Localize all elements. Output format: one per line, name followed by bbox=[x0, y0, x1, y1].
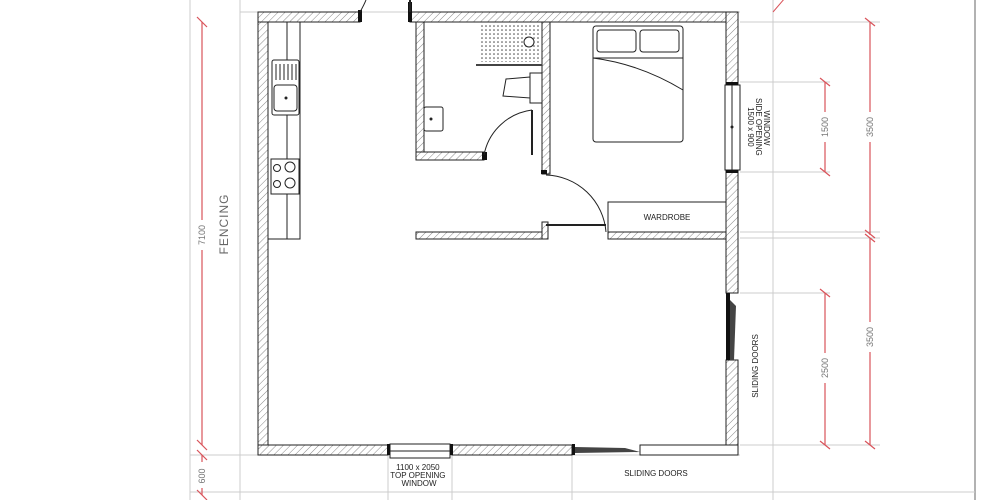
toilet-icon bbox=[502, 72, 543, 104]
walls bbox=[257, 2, 739, 456]
doors bbox=[359, 0, 607, 233]
dim-2500: 2500 bbox=[820, 358, 830, 378]
sliding-doors-bottom: SLIDING DOORS bbox=[572, 444, 688, 478]
side-window-type: SIDE OPENING bbox=[754, 98, 763, 156]
bottom-window: 1100 x 2050 TOP OPENING WINDOW bbox=[387, 443, 453, 488]
bottom-window-size: 1100 x 2050 bbox=[396, 463, 440, 472]
dim-600: 600 bbox=[197, 468, 207, 483]
fencing-label: FENCING bbox=[217, 194, 231, 255]
double-bed bbox=[592, 25, 684, 143]
side-window-word: WINDOW bbox=[762, 110, 771, 146]
bathroom-fixtures bbox=[423, 24, 543, 132]
dim-3500-top: 3500 bbox=[865, 117, 875, 137]
bottom-window-word: WINDOW bbox=[401, 479, 437, 488]
side-window: 1500 x 900 SIDE OPENING WINDOW bbox=[724, 82, 771, 173]
svg-text:1100 x 2050 TOP OPENING: 1100 x 2050 TOP OPENING WINDOW bbox=[390, 463, 448, 488]
dim-1500: 1500 bbox=[820, 117, 830, 137]
kitchen-counter bbox=[267, 21, 301, 240]
bedroom-door-swing bbox=[545, 174, 607, 233]
guide-lines bbox=[189, 0, 976, 500]
sink-icon bbox=[271, 59, 300, 116]
svg-text:1500 x 900 SIDE OPENING: 1500 x 900 SIDE OPENING WINDOW bbox=[746, 98, 771, 158]
wardrobe-label: WARDROBE bbox=[644, 213, 691, 222]
dimension-right: 1500 3500 3500 2500 bbox=[819, 17, 876, 450]
sliding-doors-right-label: SLIDING DOORS bbox=[751, 334, 760, 398]
side-window-size: 1500 x 900 bbox=[746, 107, 755, 147]
cooktop-icon bbox=[270, 158, 300, 195]
bottom-window-type: TOP OPENING bbox=[390, 471, 445, 480]
wardrobe: WARDROBE bbox=[607, 201, 727, 233]
sliding-doors-right: SLIDING DOORS bbox=[726, 293, 760, 398]
dim-7100: 7100 bbox=[197, 225, 207, 245]
basin-icon bbox=[423, 106, 444, 132]
shower-drain-icon bbox=[523, 36, 535, 48]
sliding-doors-bottom-label: SLIDING DOORS bbox=[624, 469, 688, 478]
dimension-overall: 7100 600 FENCING bbox=[196, 16, 231, 500]
bathroom-door-swing bbox=[483, 109, 533, 156]
dim-3500-bottom: 3500 bbox=[865, 327, 875, 347]
